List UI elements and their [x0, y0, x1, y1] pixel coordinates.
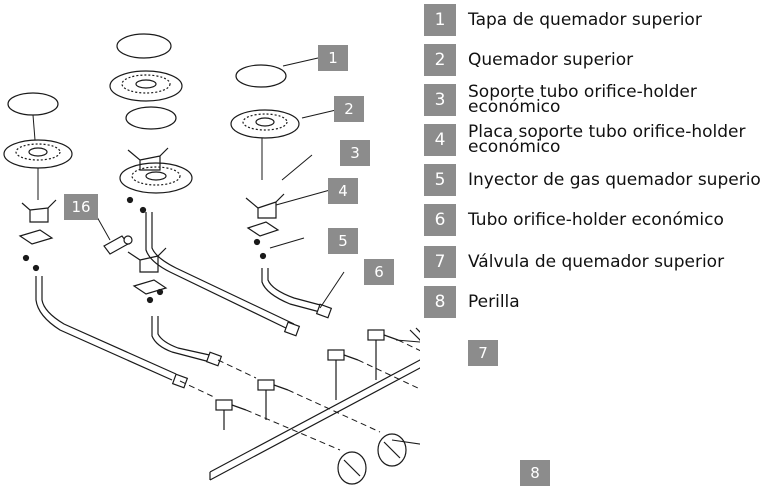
- gas-injectors: [22, 196, 267, 304]
- control-knobs: [337, 433, 407, 485]
- callout-3: 3: [340, 140, 370, 166]
- callout-5: 5: [328, 228, 358, 254]
- legend-item-1: 1 Tapa de quemador superior: [424, 4, 702, 36]
- callout-2: 2: [334, 96, 364, 122]
- legend-number: 5: [424, 164, 456, 196]
- callout-8: 8: [520, 460, 550, 486]
- legend-label: Placa soporte tubo orifice-holder económ…: [468, 122, 746, 157]
- legend-label: Soporte tubo orifice-holder económico: [468, 82, 697, 117]
- parts-legend: 1 Tapa de quemador superior 2 Quemador s…: [424, 0, 763, 330]
- callout-7: 7: [468, 340, 498, 366]
- cooktop-exploded-diagram: [3, 33, 420, 485]
- legend-label: Válvula de quemador superior: [468, 251, 725, 272]
- legend-label: Perilla: [468, 291, 520, 312]
- support-plate-center: [132, 279, 168, 295]
- legend-item-6: 6 Tubo orifice-holder económico: [424, 204, 724, 236]
- support-plate-left: [18, 229, 54, 245]
- burner-head-right: [230, 109, 300, 139]
- legend-item-2: 2 Quemador superior: [424, 44, 633, 76]
- orifice-holder-bracket-left: [21, 199, 57, 223]
- legend-number: 3: [424, 84, 456, 116]
- gas-manifold-rail: [209, 327, 420, 481]
- legend-number: 4: [424, 124, 456, 156]
- burner-cap-front-center: [125, 106, 177, 130]
- orifice-holder-bracket-right: [245, 193, 285, 219]
- burner-valves: [215, 329, 399, 430]
- legend-item-4: 4 Placa soporte tubo orifice-holder econ…: [424, 124, 745, 156]
- burner-cap-rear-center: [116, 33, 172, 59]
- legend-number: 6: [424, 204, 456, 236]
- tube-fittings: [171, 303, 333, 389]
- burner-cap-left: [7, 92, 59, 116]
- burner-cap-right: [235, 64, 287, 88]
- orifice-holder-bracket-center: [127, 247, 167, 273]
- callout-4: 4: [328, 178, 358, 204]
- legend-label: Tapa de quemador superior: [468, 9, 702, 30]
- legend-number: 2: [424, 44, 456, 76]
- legend-item-5: 5 Inyector de gas quemador superio: [424, 164, 761, 196]
- legend-number: 8: [424, 286, 456, 318]
- orifice-holder-bracket-center-top: [127, 147, 169, 171]
- assembly-guide-lines: [32, 114, 263, 200]
- legend-label: Inyector de gas quemador superio: [468, 169, 761, 190]
- orifice-holder-tubes: [35, 212, 325, 381]
- alignment-dashed-lines: [179, 339, 420, 451]
- burner-head-left: [3, 139, 73, 169]
- legend-item-7: 7 Válvula de quemador superior: [424, 246, 724, 278]
- callout-16: 16: [64, 194, 98, 220]
- burner-head-rear-center: [109, 70, 183, 102]
- legend-label: Quemador superior: [468, 49, 634, 70]
- support-plate-right: [246, 221, 280, 237]
- legend-number: 1: [424, 4, 456, 36]
- legend-item-8: 8 Perilla: [424, 286, 520, 318]
- burner-head-front-center: [119, 162, 193, 194]
- callout-6: 6: [364, 259, 394, 285]
- legend-number: 7: [424, 246, 456, 278]
- legend-item-3: 3 Soporte tubo orifice-holder económico: [424, 84, 697, 116]
- legend-label: Tubo orifice-holder económico: [468, 209, 724, 230]
- side-fitting: [103, 235, 133, 255]
- callout-1: 1: [318, 45, 348, 71]
